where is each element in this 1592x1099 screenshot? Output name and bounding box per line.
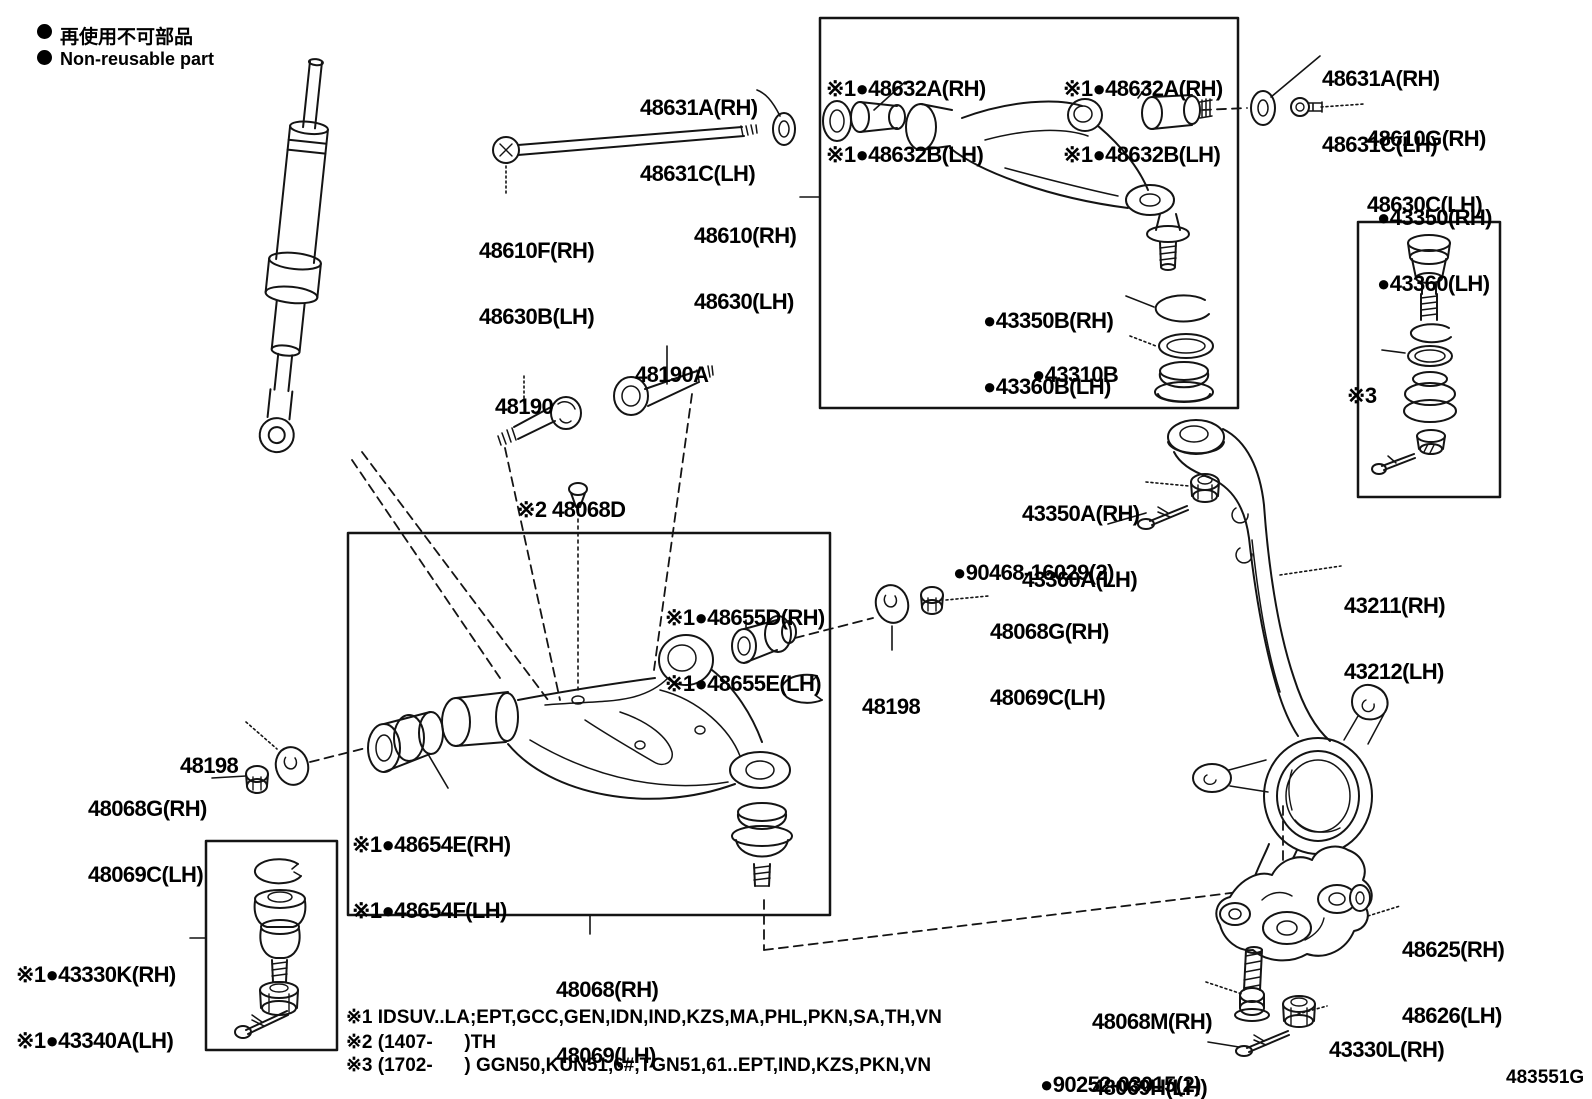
cam-adjust-bolt-drawing bbox=[1290, 97, 1323, 117]
lower-balljoint-box bbox=[204, 839, 339, 1052]
label-48610f: 48610F(RH) 48630B(LH) bbox=[479, 238, 595, 329]
washer-48198-left-drawing bbox=[274, 746, 310, 786]
label-48198-right: 48198 bbox=[862, 694, 921, 719]
legend-english: Non-reusable part bbox=[60, 49, 215, 69]
label-43310b: ●43310B bbox=[1032, 362, 1119, 387]
leader-lines bbox=[189, 55, 1429, 1048]
shock-absorber-drawing bbox=[258, 58, 329, 454]
nut-48068g-left-drawing bbox=[245, 765, 269, 794]
lower-balljoint-drawing bbox=[234, 858, 307, 1039]
label-43350b: ●43350B(RH) ●43360B(LH) bbox=[983, 308, 1114, 399]
label-48068g-left: 48068G(RH) 48069C(LH) bbox=[88, 796, 207, 887]
cam-washer-top-drawing bbox=[772, 112, 796, 146]
label-48632-right: ※1●48632A(RH) ※1●48632B(LH) bbox=[1063, 76, 1223, 167]
label-48068m: 48068M(RH) 48069H(LH) bbox=[1092, 1009, 1213, 1099]
lower-arm-drawing bbox=[367, 615, 823, 887]
label-43211: 43211(RH) 43212(LH) bbox=[1344, 593, 1446, 684]
label-48625: 48625(RH) 48626(LH) bbox=[1402, 937, 1505, 1028]
bolt-48068m-drawing bbox=[1234, 946, 1270, 1022]
balljoint-kit-box bbox=[1356, 220, 1502, 499]
label-48631a-right: 48631A(RH) 48631C(LH) bbox=[1322, 66, 1440, 157]
washer-48198-right-drawing bbox=[874, 584, 910, 624]
bolt-48190a-drawing bbox=[613, 365, 714, 416]
upper-arm-box bbox=[818, 16, 1240, 410]
nut-43330l-drawing bbox=[1282, 995, 1316, 1028]
non-reusable-dot-icon-en bbox=[37, 50, 52, 65]
label-48631a-top: 48631A(RH) 48631C(LH) bbox=[640, 95, 758, 186]
cam-washer-right-drawing bbox=[1250, 90, 1276, 126]
label-48068d: ※2 48068D bbox=[517, 497, 626, 522]
footnote-1: ※1 IDSUV..LA;EPT,GCC,GEN,IDN,IND,KZS,MA,… bbox=[346, 1007, 942, 1028]
footnote-2: ※2 (1407- )TH bbox=[346, 1032, 497, 1053]
diagram-code: 483551G bbox=[1506, 1067, 1585, 1088]
label-48654: ※1●48654E(RH) ※1●48654F(LH) bbox=[352, 832, 511, 923]
label-48068g-right: 48068G(RH) 48069C(LH) bbox=[990, 619, 1109, 710]
screw-48068d-drawing bbox=[568, 482, 588, 514]
label-48632-left: ※1●48632A(RH) ※1●48632B(LH) bbox=[826, 76, 986, 167]
label-43350a: 43350A(RH) 43360A(LH) bbox=[1022, 501, 1140, 592]
knuckle-drawing bbox=[1137, 419, 1389, 891]
label-43330l: 43330L(RH) 43340B(LH) bbox=[1329, 1037, 1445, 1062]
label-48190a: 48190A bbox=[635, 362, 709, 387]
cam-bolt-48610f-drawing bbox=[492, 124, 758, 164]
upper-arm-drawing bbox=[822, 94, 1214, 403]
label-48655: ※1●48655D(RH) ※1●48655E(LH) bbox=[665, 605, 825, 696]
label-note3: ※3 bbox=[1347, 383, 1377, 408]
non-reusable-dot-icon-jp bbox=[37, 24, 52, 39]
label-48068: 48068(RH) 48069(LH) bbox=[556, 977, 659, 1068]
pin-90252-drawing bbox=[1235, 1030, 1290, 1057]
label-90252: ●90252-03015(2) bbox=[1040, 1072, 1201, 1097]
label-90468: ●90468-16029(2) bbox=[953, 560, 1114, 585]
nut-48068g-right-drawing bbox=[920, 586, 944, 615]
legend-japanese: 再使用不可部品 bbox=[60, 27, 194, 48]
label-43330k: ※1●43330K(RH) ※1●43340A(LH) bbox=[16, 962, 176, 1053]
label-48190: 48190 bbox=[495, 394, 554, 419]
label-43350: ●43350(RH) ●43360(LH) bbox=[1377, 205, 1493, 296]
footnote-3: ※3 (1702- ) GGN50,KUN51,6#,TGN51,61..EPT… bbox=[346, 1055, 932, 1076]
bracket-48625-drawing bbox=[1215, 845, 1373, 962]
label-48610: 48610(RH) 48630(LH) bbox=[694, 223, 797, 314]
balljoint-kit-drawing bbox=[1371, 234, 1457, 475]
lower-arm-box bbox=[346, 531, 832, 917]
label-48610g: 48610G(RH) 48630C(LH) bbox=[1367, 126, 1486, 217]
bolt-48190-drawing bbox=[497, 396, 582, 446]
label-48198-left: 48198 bbox=[180, 753, 239, 778]
